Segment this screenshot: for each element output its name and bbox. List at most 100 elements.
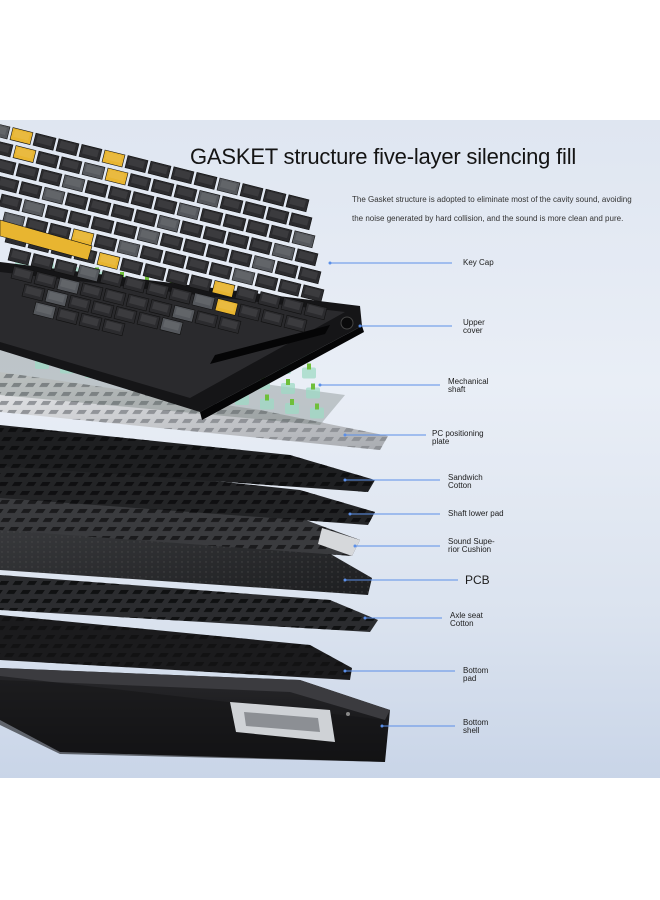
keycap <box>90 300 115 319</box>
keycap <box>179 220 204 239</box>
keycap <box>171 304 196 323</box>
keycap <box>285 194 310 213</box>
keycap <box>61 174 86 193</box>
mechanical-switch <box>302 363 316 379</box>
leader-dot <box>328 261 332 265</box>
keycap <box>274 260 299 279</box>
label-sound-superior-cushion: Sound Supe-rior Cushion <box>448 537 495 554</box>
leader-dot <box>343 433 347 437</box>
keycap <box>245 219 270 237</box>
keycap <box>76 264 101 283</box>
keycap <box>41 186 66 205</box>
leader-dot <box>358 324 362 328</box>
keycap <box>291 230 316 249</box>
keycap <box>35 150 60 169</box>
leader-lines <box>318 261 458 728</box>
keycap <box>147 160 172 179</box>
keycap <box>122 275 147 294</box>
keycap <box>283 314 308 333</box>
product-image-panel: GASKET structure five-layer silencing fi… <box>0 120 660 778</box>
keycap <box>170 166 195 185</box>
label-key-cap: Key Cap <box>463 258 494 267</box>
keycap <box>159 232 184 251</box>
keycap <box>32 132 57 151</box>
exploded-keyboard-illustration <box>0 124 458 762</box>
keycap <box>124 155 149 173</box>
keycap <box>93 234 118 252</box>
keycap <box>99 270 124 288</box>
keycap <box>251 255 276 273</box>
keycap <box>254 273 279 291</box>
keycap <box>56 276 81 295</box>
keycap <box>173 184 198 203</box>
keycap <box>280 296 305 315</box>
keycap <box>188 274 213 293</box>
keycap <box>297 266 322 285</box>
keycap <box>194 310 219 329</box>
headline: GASKET structure five-layer silencing fi… <box>190 144 577 169</box>
keycap <box>165 268 190 287</box>
keycap <box>148 299 173 317</box>
label-pcb: PCB <box>465 573 490 587</box>
keycap <box>81 162 106 180</box>
keycap <box>176 202 201 221</box>
pcb-layer <box>0 518 372 595</box>
keycap <box>44 289 69 307</box>
keycap <box>257 291 282 309</box>
keycap <box>113 221 138 240</box>
keycap <box>191 292 216 311</box>
leader-dot <box>343 478 347 482</box>
sandwich-cotton-layer <box>0 425 375 492</box>
keycap <box>242 201 267 219</box>
keycap <box>87 198 112 216</box>
keycap <box>133 209 158 227</box>
keycap <box>159 317 184 335</box>
keycap <box>262 188 287 207</box>
mechanical-switch <box>281 379 295 394</box>
keycap <box>107 185 132 204</box>
keycap <box>104 167 129 186</box>
keycap <box>216 177 241 196</box>
keycap <box>185 256 210 275</box>
description-line-1: The Gasket structure is adopted to elimi… <box>352 195 632 204</box>
keycap <box>202 226 227 244</box>
keycap-layer <box>0 124 328 337</box>
keycap <box>96 252 121 270</box>
keycap <box>153 196 178 215</box>
keycap <box>288 212 313 231</box>
keycap <box>303 302 328 321</box>
keycap <box>205 244 230 262</box>
keycap <box>78 312 103 331</box>
keycap <box>222 213 247 232</box>
keycap <box>196 190 221 208</box>
keycap <box>182 238 207 257</box>
keycap <box>239 183 264 201</box>
keycap <box>7 247 32 266</box>
pc-plate-layer <box>0 372 388 450</box>
label-shaft-lower-pad: Shaft lower pad <box>448 509 504 518</box>
keycap <box>101 149 126 168</box>
keycap <box>38 168 63 187</box>
keycap <box>58 156 83 175</box>
keycap <box>271 242 296 261</box>
keycap <box>231 267 256 286</box>
leader-dot <box>348 512 352 516</box>
keycap <box>0 175 20 194</box>
keycap <box>78 144 103 162</box>
keycap <box>139 245 164 263</box>
keycap <box>90 216 115 234</box>
keycap <box>32 301 57 320</box>
leader-dot <box>380 724 384 728</box>
keycap <box>18 181 43 199</box>
keycap <box>162 250 187 269</box>
keycap <box>116 239 141 258</box>
keycap <box>119 257 144 276</box>
keycap <box>67 210 92 229</box>
keycap <box>168 286 193 305</box>
keycap <box>101 318 126 337</box>
keycap <box>0 141 14 158</box>
keycap <box>193 172 218 190</box>
